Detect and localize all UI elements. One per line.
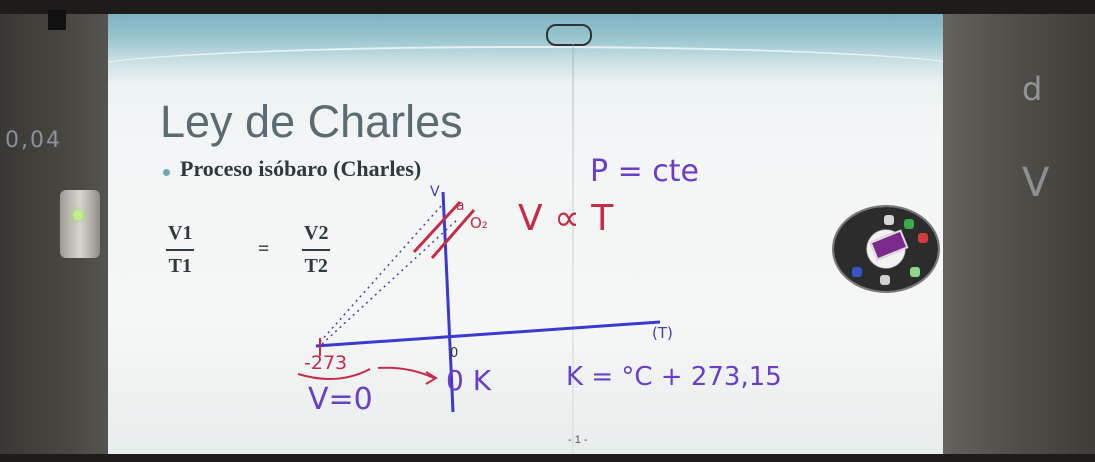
pressure-note: P = cte <box>590 154 700 189</box>
fraction-left-numerator: V1 <box>166 222 195 251</box>
top-frame <box>0 0 1095 14</box>
v-zero-note: V=0 <box>308 382 373 417</box>
wall-writing-right-top: d <box>1022 70 1043 108</box>
pen-green-icon[interactable] <box>904 219 914 229</box>
projection-screen: Ley de Charles Proceso isóbaro (Charles)… <box>108 14 943 460</box>
slide-swoosh <box>108 46 943 98</box>
status-led <box>73 210 83 220</box>
zero-kelvin-note: 0 K <box>446 364 492 397</box>
fraction-left-denominator: T1 <box>168 255 192 277</box>
fraction-right: V2 T2 <box>302 222 331 278</box>
arrow-head <box>425 371 438 385</box>
extrapolation-a <box>319 205 442 343</box>
axis-t-label: (T) <box>652 324 673 342</box>
pen-white-icon[interactable] <box>884 215 894 225</box>
t-axis <box>315 320 661 348</box>
minus-273-label: -273 <box>304 352 348 374</box>
wall-marker <box>48 10 66 30</box>
kelvin-formula-note: K = °C + 273,15 <box>566 362 782 392</box>
proportional-note: V ∝ T <box>518 198 614 239</box>
v-axis <box>441 191 455 413</box>
line-o2 <box>430 209 476 259</box>
smart-pen-menu[interactable] <box>834 207 938 291</box>
formula-equals: = <box>258 238 270 260</box>
bullet-dot <box>163 169 170 176</box>
screen-hook <box>546 24 592 46</box>
pen-red-icon[interactable] <box>918 233 928 243</box>
bottom-frame <box>0 454 1095 462</box>
wall-writing-right-bottom: V <box>1022 160 1050 206</box>
fraction-right-denominator: T2 <box>304 255 328 277</box>
zero-tick-label: 0 <box>450 346 459 361</box>
wall-right <box>925 0 1095 462</box>
line-o2-label: O₂ <box>470 214 488 232</box>
highlighter-icon[interactable] <box>910 267 920 277</box>
fraction-left: V1 T1 <box>166 222 195 278</box>
slide-title: Ley de Charles <box>160 96 463 147</box>
axis-v-label: V <box>430 184 440 200</box>
arrow-curve <box>377 366 435 379</box>
slide-bullet: Proceso isóbaro (Charles) <box>180 156 422 181</box>
page-number: - 1 - <box>568 434 588 446</box>
mouse-icon[interactable] <box>880 275 890 285</box>
wall-writing-left: 0,04 <box>5 128 62 153</box>
fraction-right-numerator: V2 <box>302 222 331 251</box>
handwritten-graph <box>297 191 661 413</box>
line-a-label: a <box>456 198 465 214</box>
underline-minus-273 <box>297 368 371 380</box>
pen-blue-icon[interactable] <box>852 267 862 277</box>
screen-crease <box>572 44 574 460</box>
extrapolation-o2 <box>321 218 459 345</box>
line-a <box>412 200 462 254</box>
pen-tray <box>60 190 100 258</box>
